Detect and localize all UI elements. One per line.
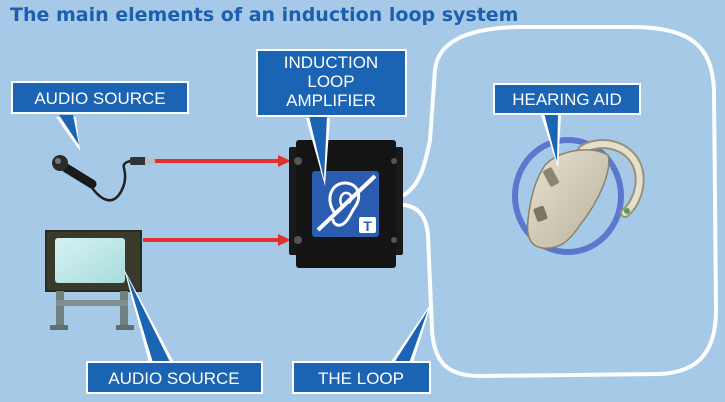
label-amplifier-line-3: AMPLIFIER [286, 91, 376, 110]
cable-arrowhead-bottom [278, 234, 291, 246]
television-icon [45, 230, 142, 330]
hearing-aid-icon [512, 137, 645, 255]
cable-arrowhead-top [278, 155, 291, 167]
signal-cables [143, 155, 291, 246]
label-hearing-aid-text: HEARING AID [512, 90, 622, 109]
label-audio-source-bottom: AUDIO SOURCE [86, 269, 263, 394]
label-the-loop-text: THE LOOP [318, 369, 404, 388]
diagram-title: The main elements of an induction loop s… [10, 4, 518, 26]
label-amplifier-line-1: INDUCTION [284, 53, 378, 72]
label-audio-source-top-text: AUDIO SOURCE [34, 89, 165, 108]
label-audio-source-top: AUDIO SOURCE [11, 81, 189, 151]
label-induction-loop-amplifier: INDUCTION LOOP AMPLIFIER [256, 49, 407, 186]
label-the-loop: THE LOOP [292, 302, 432, 394]
amplifier-device: T [289, 140, 403, 268]
t-badge-letter: T [363, 218, 372, 234]
loop-wire [402, 25, 719, 379]
label-amplifier-line-2: LOOP [307, 72, 354, 91]
label-audio-source-bottom-text: AUDIO SOURCE [108, 369, 239, 388]
microphone-icon [52, 155, 155, 202]
label-hearing-aid: HEARING AID [493, 83, 641, 168]
hearing-loop-logo: T [312, 171, 379, 237]
